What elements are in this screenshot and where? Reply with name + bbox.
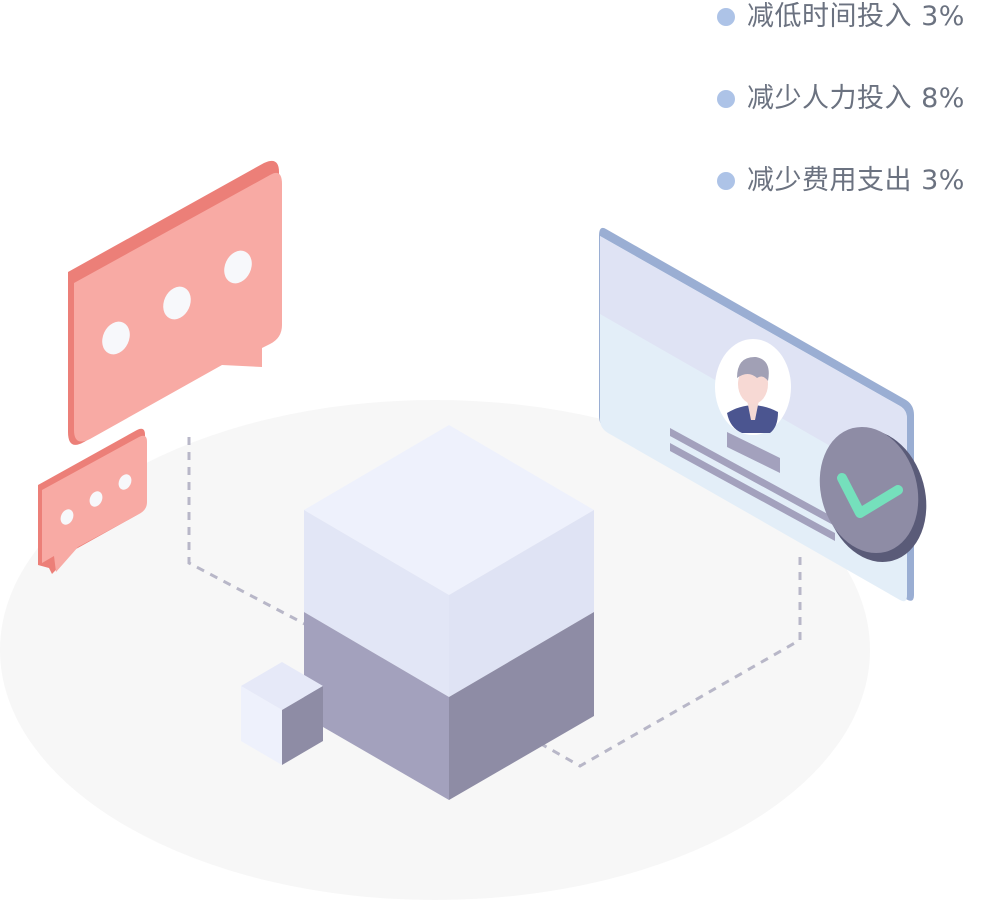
stat-label: 减少人力投入 8% [747, 83, 965, 114]
chat-dot [118, 474, 132, 490]
stat-item-labor: 减少人力投入 8% [717, 82, 965, 164]
cube-icon [304, 425, 594, 800]
bullet-dot-icon [717, 172, 735, 190]
chat-dots-icon [38, 428, 147, 574]
check-icon [819, 426, 927, 562]
stat-label: 减少费用支出 3% [747, 165, 965, 196]
bullet-dot-icon [717, 90, 735, 108]
chat-dot [102, 321, 130, 355]
cube-icon [241, 662, 323, 765]
bullet-dot-icon [717, 8, 735, 26]
dashed-connectors [187, 437, 802, 768]
stat-item-cost: 减少费用支出 3% [717, 164, 965, 246]
chat-dots-icon [68, 160, 282, 445]
chat-dot [224, 250, 252, 284]
benefit-stats: 减低时间投入 3% 减少人力投入 8% 减少费用支出 3% [717, 0, 965, 246]
stat-label: 减低时间投入 3% [747, 1, 965, 32]
chat-dot [163, 286, 191, 320]
chat-dot [60, 509, 74, 525]
stat-item-time: 减低时间投入 3% [717, 0, 965, 82]
chat-dot [89, 491, 103, 507]
user-avatar-icon [715, 339, 791, 435]
